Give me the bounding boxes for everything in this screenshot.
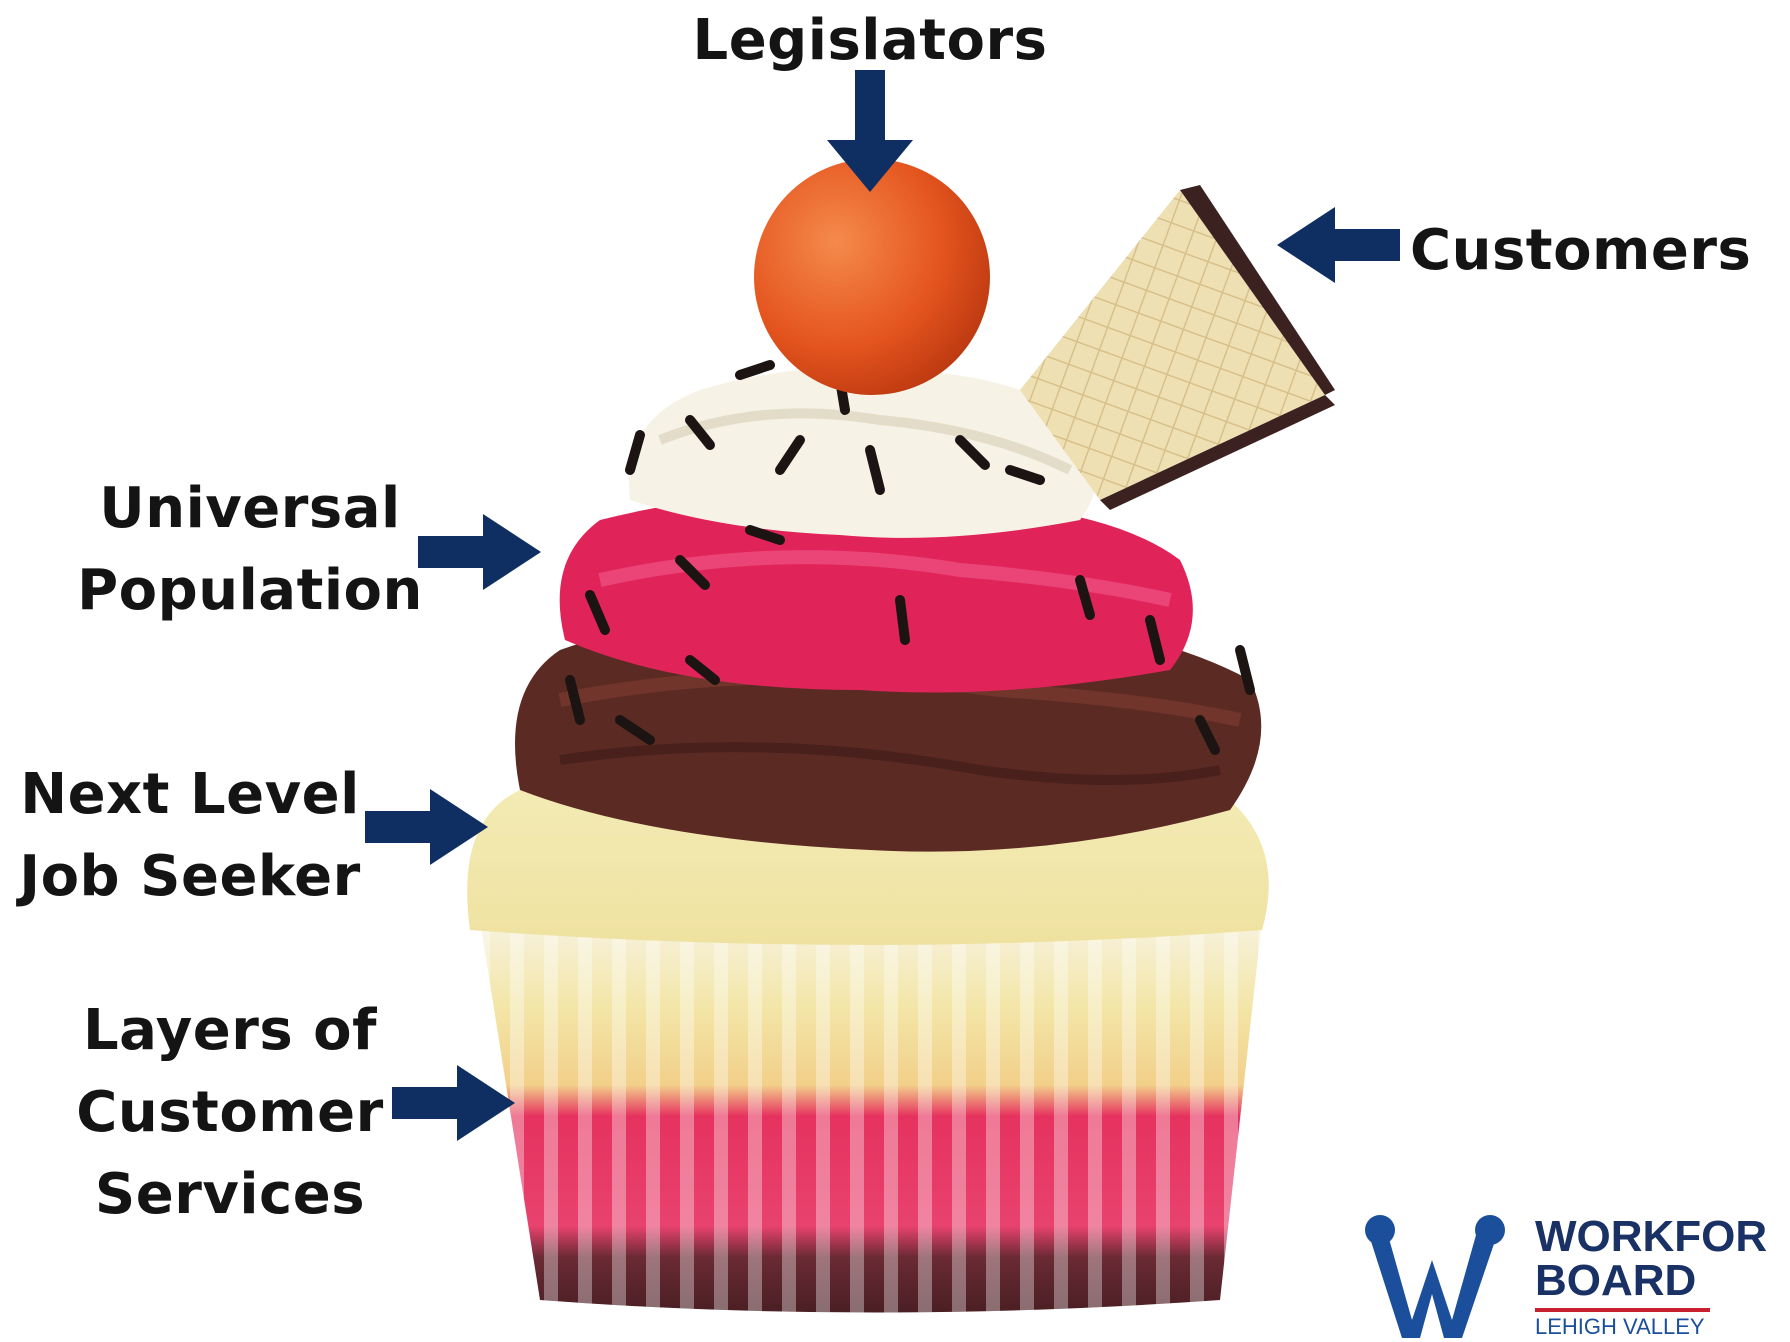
arrow-icon bbox=[1277, 207, 1400, 283]
cream-frosting bbox=[628, 367, 1098, 538]
cupcake-wrapper bbox=[480, 920, 1262, 1313]
label-next-level-job-seeker: Next Level Job Seeker bbox=[19, 762, 361, 909]
arrow-icon bbox=[365, 789, 488, 865]
logo-divider bbox=[1535, 1308, 1710, 1312]
label-legislators: Legislators bbox=[692, 8, 1048, 73]
w-logo-icon bbox=[1365, 1215, 1505, 1338]
gumball bbox=[754, 159, 990, 395]
arrow-icon bbox=[827, 70, 913, 192]
arrow-icon bbox=[418, 514, 541, 590]
arrow-icon bbox=[392, 1065, 515, 1141]
label-layers-of-customer-services: Layers of Customer Services bbox=[76, 998, 384, 1227]
logo-line1: WORKFOR bbox=[1535, 1212, 1768, 1261]
pink-frosting bbox=[559, 493, 1193, 693]
logo-line2: BOARD bbox=[1535, 1256, 1697, 1305]
workforce-board-logo: WORKFOR BOARD LEHIGH VALLEY bbox=[1360, 1210, 1790, 1342]
sprinkles bbox=[565, 360, 1255, 755]
label-universal-population: Universal Population bbox=[77, 476, 423, 623]
wafer-cookie bbox=[1020, 185, 1335, 510]
label-customers: Customers bbox=[1410, 218, 1752, 283]
logo-line3: LEHIGH VALLEY bbox=[1535, 1314, 1705, 1339]
